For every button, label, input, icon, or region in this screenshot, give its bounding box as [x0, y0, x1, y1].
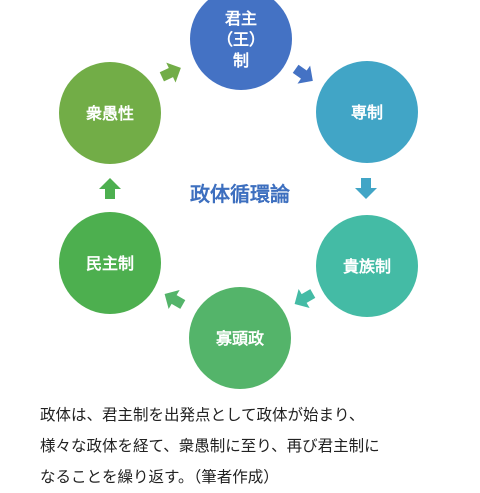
node-kunshu-line-2: （王）	[216, 29, 265, 49]
node-katou-label: 寡頭政	[215, 328, 264, 348]
arrow-minshu-to-shugu	[99, 178, 121, 199]
arrow-shugu-to-kunshu	[159, 62, 181, 83]
caption-line-2: 様々な政体を経て、衆愚制に至り、再び君主制に	[40, 437, 380, 455]
arrow-shape-6	[159, 62, 181, 83]
diagram-title: 政体循環論	[190, 182, 290, 206]
arrow-kunshu-to-sensei	[292, 64, 313, 84]
node-minshu-label: 民主制	[85, 253, 134, 273]
arrow-shape-2	[355, 178, 377, 199]
node-sensei: 専制	[316, 61, 418, 163]
node-kunshu: 君主 （王） 制	[190, 0, 292, 90]
node-kunshu-line-1: 君主	[224, 8, 257, 28]
node-kizoku: 貴族制	[316, 215, 418, 317]
arrow-kizoku-to-katou	[294, 288, 316, 309]
arrow-shape-5	[99, 178, 121, 199]
arrow-sensei-to-kizoku	[355, 178, 377, 199]
node-katou: 寡頭政	[189, 287, 291, 389]
node-minshu: 民主制	[59, 212, 161, 314]
arrow-shape-4	[164, 289, 186, 310]
arrow-shape-3	[294, 288, 316, 309]
node-shugu-label: 衆愚性	[85, 103, 134, 123]
caption: 政体は、君主制を出発点として政体が始まり、 様々な政体を経て、衆愚制に至り、再び…	[40, 400, 470, 493]
node-kunshu-line-3: 制	[232, 50, 249, 70]
caption-line-3: なることを繰り返す。（筆者作成）	[40, 468, 279, 486]
node-kizoku-label: 貴族制	[342, 256, 391, 276]
arrow-shape-1	[292, 64, 313, 84]
arrow-katou-to-minshu	[164, 289, 186, 310]
node-shugu: 衆愚性	[59, 62, 161, 164]
caption-line-1: 政体は、君主制を出発点として政体が始まり、	[40, 406, 365, 424]
node-sensei-label: 専制	[350, 102, 383, 122]
